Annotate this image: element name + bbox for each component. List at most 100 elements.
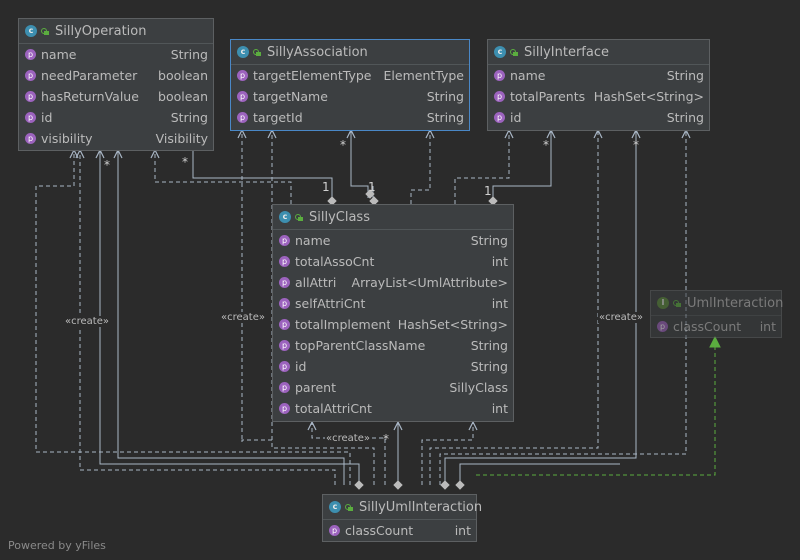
field-name: hasReturnValue [41,89,139,104]
field-icon: p [25,70,36,81]
class-icon: c [279,211,291,223]
mult-class-one-mid: 1 [368,180,376,194]
public-visibility-icon [345,503,353,511]
field-name: totalParents [510,89,586,104]
field-name: allAttri [295,275,337,290]
field-type: int [491,401,508,416]
class-header[interactable]: c SillyAssociation [231,40,469,65]
diamond-umli-4 [455,480,465,490]
class-name: SillyInterface [524,44,609,60]
field-row[interactable]: p allAttri ArrayList<UmlAttribute> [273,272,513,293]
class-header[interactable]: c SillyInterface [488,40,709,65]
class-header[interactable]: c SillyOperation [19,19,213,44]
class-icon: c [329,501,341,513]
field-name: totalImplement [295,317,390,332]
field-icon: p [279,382,290,393]
field-icon: p [25,133,36,144]
field-type: boolean [158,89,208,104]
field-icon: p [494,70,505,81]
field-type: String [426,89,464,104]
field-name: name [295,233,331,248]
mult-interface-many-b: * [633,138,639,152]
edge-class-to-operation [192,150,333,197]
field-row[interactable]: p totalAttriCnt int [273,398,513,419]
field-name: name [41,47,77,62]
field-name: id [295,359,307,374]
field-row[interactable]: p hasReturnValue boolean [19,86,213,107]
class-header[interactable]: c SillyUmlInteraction [323,495,482,520]
field-icon: p [25,91,36,102]
field-type: HashSet<String> [397,317,508,332]
field-type: String [426,110,464,125]
diamond-umli-1 [354,480,364,490]
mult-interface-many: * [543,138,549,152]
field-icon: p [279,298,290,309]
field-type: String [470,233,508,248]
dep-class-to-interface [454,130,509,204]
dep-umli-to-class-c [421,422,473,485]
field-icon: p [279,277,290,288]
field-name: totalAttriCnt [295,401,372,416]
field-icon: p [494,112,505,123]
mult-class-many-bottom: * [383,432,389,446]
class-name: SillyUmlInteraction [359,499,483,515]
class-icon: c [494,46,506,58]
field-type: SillyClass [449,380,508,395]
mult-operation-many: * [182,155,188,169]
interface-icon: I [657,297,669,309]
class-icon: c [25,25,37,37]
dep-class-to-association-c [242,130,272,442]
field-icon: p [279,403,290,414]
public-visibility-icon [510,48,518,56]
field-name: classCount [345,523,414,538]
class-silly-association[interactable]: c SillyAssociation p targetElementType Ele… [230,39,470,131]
field-type: int [491,254,508,269]
field-name: id [510,110,522,125]
class-icon: c [237,46,249,58]
field-type: String [470,359,508,374]
field-type: String [170,110,208,125]
field-icon: p [237,112,248,123]
field-type: String [666,110,704,125]
dep-umli-to-class-create [312,422,386,485]
footer-credit: Powered by yFiles [8,539,106,552]
class-name: SillyOperation [55,23,147,39]
edge-umli-to-interface-b [459,463,620,485]
field-type: String [470,338,508,353]
field-icon: p [279,340,290,351]
dep-class-to-association [410,130,430,204]
field-icon: p [279,235,290,246]
class-header[interactable]: I UmlInteraction [651,291,783,316]
field-type: String [170,47,208,62]
field-icon: p [25,112,36,123]
field-type: ElementType [383,68,464,83]
field-name: targetElementType [253,68,372,83]
class-header[interactable]: c SillyClass [273,205,513,230]
dep-class-to-operation [155,150,292,204]
field-type: ArrayList<UmlAttribute> [351,275,508,290]
